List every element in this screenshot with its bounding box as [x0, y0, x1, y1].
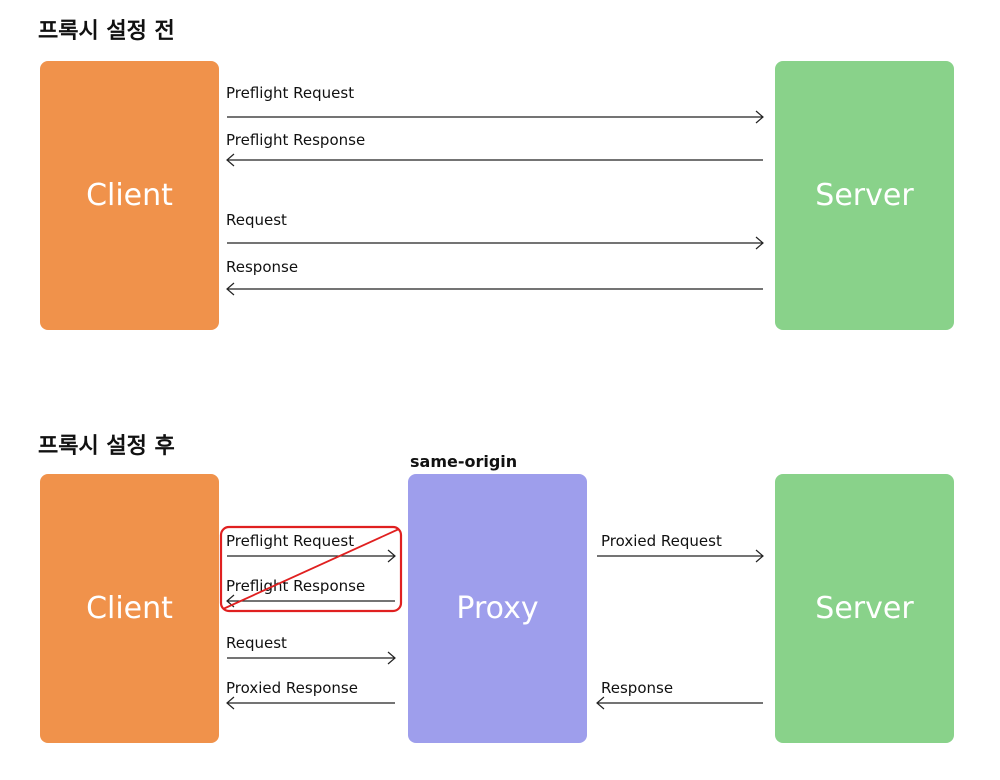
arrow-label-response: Response	[601, 679, 674, 697]
heading-after-proxy: 프록시 설정 후	[38, 434, 175, 459]
arrow-label-proxied-request: Proxied Request	[601, 532, 722, 550]
arrow-preflight-request	[227, 110, 764, 124]
preflight-highlight-box	[219, 525, 403, 613]
proxy-label: Proxy	[456, 591, 539, 626]
arrow-label-request: Request	[226, 211, 287, 229]
arrow-label-preflight-response: Preflight Response	[226, 577, 366, 595]
client-label: Client	[86, 178, 173, 213]
arrow-response	[226, 282, 763, 296]
arrow-proxied-response	[226, 696, 395, 710]
server-box-after: Server	[775, 474, 954, 743]
arrow-request	[227, 236, 764, 250]
arrow-preflight-response	[226, 594, 395, 608]
arrow-proxied-request	[597, 549, 764, 563]
client-label: Client	[86, 591, 173, 626]
arrow-label-request: Request	[226, 634, 287, 652]
arrow-label-response: Response	[226, 258, 299, 276]
arrow-label-preflight-request: Preflight Request	[226, 532, 355, 550]
arrow-label-proxied-response: Proxied Response	[226, 679, 358, 697]
arrow-label-preflight-request: Preflight Request	[226, 84, 355, 102]
arrow-request	[227, 651, 396, 665]
server-label: Server	[815, 591, 914, 626]
arrow-preflight-request	[227, 549, 396, 563]
server-label: Server	[815, 178, 914, 213]
proxy-box: Proxy	[408, 474, 587, 743]
client-box-after: Client	[40, 474, 219, 743]
arrow-response	[596, 696, 763, 710]
arrow-label-preflight-response: Preflight Response	[226, 131, 366, 149]
arrow-preflight-response	[226, 153, 763, 167]
heading-before-proxy: 프록시 설정 전	[38, 19, 175, 44]
preflight-strike-line	[222, 528, 400, 610]
server-box-before: Server	[775, 61, 954, 330]
same-origin-caption: same-origin	[410, 452, 518, 471]
client-box-before: Client	[40, 61, 219, 330]
